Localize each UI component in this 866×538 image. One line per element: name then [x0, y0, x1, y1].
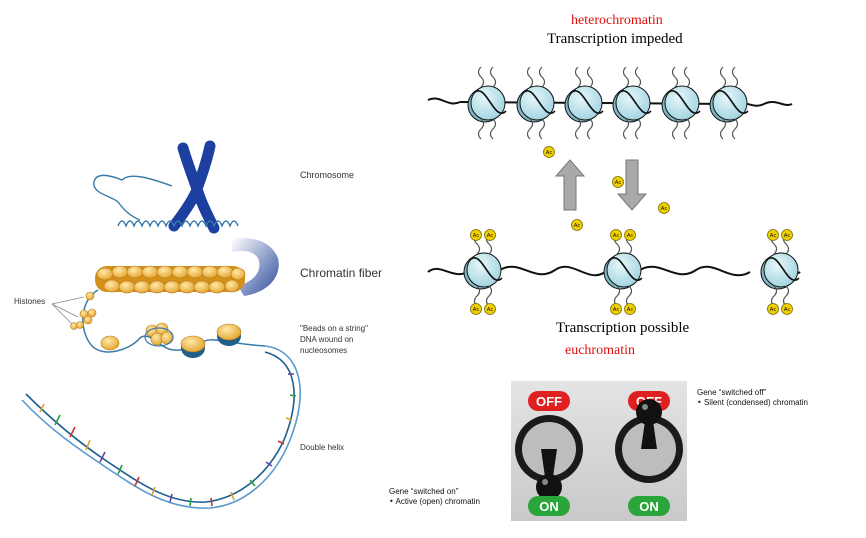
- arrow-down: [616, 159, 648, 211]
- acetyl-group-icon: Ac: [470, 229, 482, 241]
- label-beads-line-2: DNA wound on: [300, 335, 354, 344]
- acetyl-label: Ac: [473, 307, 480, 313]
- acetyl-label: Ac: [613, 307, 620, 313]
- label-double-helix: Double helix: [300, 443, 345, 452]
- label-transcription-impeded: Transcription impeded: [547, 31, 683, 47]
- label-heterochromatin: heterochromatin: [571, 13, 663, 28]
- acetyl-label: Ac: [784, 233, 791, 239]
- switch-left-on-label: ON: [539, 499, 559, 514]
- label-beads-line-3: nucleosomes: [300, 346, 348, 355]
- acetyl-group-icon: Ac: [624, 303, 636, 315]
- dna-strand-thin: [93, 174, 173, 221]
- acetyl-label: Ac: [487, 233, 494, 239]
- double-helix: [21, 345, 301, 509]
- acetyl-label: Ac: [770, 307, 777, 313]
- nucleosome-condensed: [661, 66, 701, 140]
- acetyl-label: Ac: [770, 233, 777, 239]
- switched-off-bullet: Silent (condensed) chromatin: [703, 398, 809, 407]
- nucleosomes-on-string: [100, 322, 242, 358]
- label-histones: Histones: [14, 297, 46, 306]
- label-chromatin-fiber: Chromatin fiber: [300, 266, 383, 280]
- acetyl-group-icon: Ac: [658, 202, 670, 214]
- switch-right-on-label: ON: [639, 499, 659, 514]
- acetyl-label: Ac: [784, 307, 791, 313]
- nucleosome-condensed: [467, 66, 507, 140]
- label-beads-line-1: "Beads on a string": [300, 324, 368, 333]
- acetyl-label: Ac: [627, 307, 634, 313]
- acetyl-group-icon: Ac: [484, 303, 496, 315]
- arrow-up: [554, 159, 586, 211]
- chromatin-cone: [232, 237, 279, 296]
- label-chromosome: Chromosome: [300, 170, 355, 180]
- nucleosome-condensed: [612, 66, 652, 140]
- bullet-icon: •: [389, 497, 394, 506]
- acetyl-label: Ac: [613, 233, 620, 239]
- acetyl-label: Ac: [574, 223, 581, 229]
- acetyl-group-icon: Ac: [484, 229, 496, 241]
- acetyl-label: Ac: [473, 233, 480, 239]
- heterochromatin-illustration: [427, 66, 793, 140]
- nucleosome-condensed: [516, 66, 556, 140]
- acetyl-group-icon: Ac: [571, 219, 583, 231]
- histones-pointer-lines: [51, 296, 85, 325]
- switched-on-bullet: Active (open) chromatin: [395, 497, 480, 506]
- acetyl-group-icon: Ac: [470, 303, 482, 315]
- chromosome-hierarchy-illustration: [21, 140, 301, 509]
- acetyl-group-icon: Ac: [781, 303, 793, 315]
- switch-left-off-label: OFF: [536, 394, 562, 409]
- acetyl-group-icon: Ac: [767, 303, 779, 315]
- nucleosome-condensed: [709, 66, 749, 140]
- acetyl-label: Ac: [546, 150, 553, 156]
- label-transcription-possible: Transcription possible: [556, 320, 690, 336]
- acetyl-label: Ac: [615, 180, 622, 186]
- switched-off-title: Gene “switched off”: [697, 388, 767, 397]
- chromatin-fiber: [95, 265, 246, 294]
- acetyl-group-icon: Ac: [610, 229, 622, 241]
- nucleosome-condensed: [564, 66, 604, 140]
- bullet-icon: •: [697, 398, 702, 407]
- label-beads-on-string: "Beads on a string" DNA wound on nucleos…: [300, 323, 368, 356]
- acetyl-group-icon: Ac: [624, 229, 636, 241]
- acetyl-label: Ac: [487, 307, 494, 313]
- switch-off: OFF ON: [615, 391, 683, 516]
- acetyl-group-icon: Ac: [781, 229, 793, 241]
- gene-switch-panel: OFF ON OFF ON: [511, 381, 687, 521]
- dna-coil: [117, 220, 239, 228]
- free-histones: [70, 291, 97, 330]
- acetyl-group-icon: Ac: [612, 176, 624, 188]
- label-euchromatin: euchromatin: [565, 343, 635, 358]
- acetyl-label: Ac: [627, 233, 634, 239]
- chromosome-shape: [168, 140, 220, 234]
- switched-on-caption: Gene “switched on” • Active (open) chrom…: [389, 487, 480, 507]
- switch-on: OFF ON: [515, 391, 583, 516]
- acetyl-group-icon: Ac: [543, 146, 555, 158]
- switched-on-title: Gene “switched on”: [389, 487, 459, 496]
- dna-backbone-bottom: [427, 265, 801, 277]
- acetyl-label: Ac: [661, 206, 668, 212]
- switched-off-caption: Gene “switched off” • Silent (condensed)…: [697, 388, 808, 408]
- acetyl-group-icon: Ac: [767, 229, 779, 241]
- acetyl-group-icon: Ac: [610, 303, 622, 315]
